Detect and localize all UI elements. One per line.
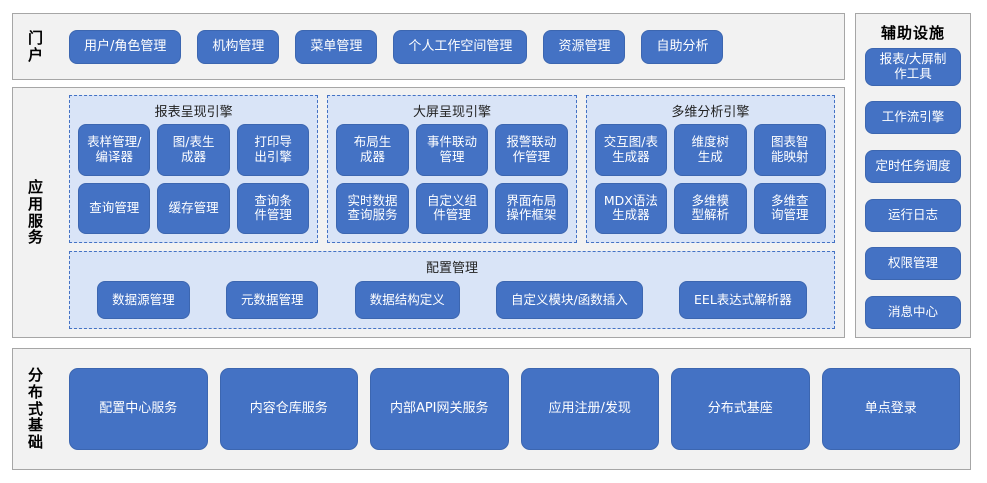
application-service-caption: 应用服务 — [13, 88, 59, 337]
config-item-data-structure-definition[interactable]: 数据结构定义 — [354, 281, 460, 319]
portal-caption-text: 门户 — [27, 28, 44, 64]
portal-item-self-service-analysis[interactable]: 自助分析 — [641, 29, 724, 64]
portal-item-resource[interactable]: 资源管理 — [543, 29, 626, 64]
olap-item-chart-smart-mapping[interactable]: 图表智 能映射 — [753, 124, 826, 176]
olap-item-mdx-syntax-generator[interactable]: MDX语法 生成器 — [594, 182, 668, 234]
config-item-eel-expression-parser[interactable]: EEL表达式解析器 — [679, 281, 807, 319]
dist-item-content-repository-service[interactable]: 内容仓库服务 — [219, 368, 358, 450]
aux-item-runtime-log[interactable]: 运行日志 — [865, 198, 961, 232]
portal-caption: 门户 — [13, 14, 59, 79]
bigscreen-item-ui-layout-framework[interactable]: 界面布局 操作框架 — [495, 182, 568, 234]
aux-facilities-section: 辅助设施 报表/大屏制 作工具 工作流引擎 定时任务调度 运行日志 权限管理 消… — [855, 13, 971, 338]
group-report-engine-grid: 表样管理/ 编译器 图/表生 成器 打印导 出引擎 查询管理 缓存管理 查询条 … — [70, 124, 317, 242]
bigscreen-item-custom-component-manager[interactable]: 自定义组 件管理 — [415, 182, 489, 234]
aux-item-message-center[interactable]: 消息中心 — [865, 295, 961, 329]
aux-item-scheduled-task-scheduler[interactable]: 定时任务调度 — [865, 149, 961, 183]
distributed-base-section: 分布式基础 配置中心服务 内容仓库服务 内部API网关服务 应用注册/发现 分布… — [12, 348, 971, 470]
olap-item-multidim-query-manager[interactable]: 多维查 询管理 — [753, 182, 826, 234]
bigscreen-item-event-linkage-manager[interactable]: 事件联动 管理 — [415, 124, 489, 176]
config-item-datasource-manager[interactable]: 数据源管理 — [97, 281, 190, 319]
group-olap-engine-title: 多维分析引擎 — [671, 105, 750, 120]
portal-item-user-role[interactable]: 用户/角色管理 — [69, 29, 182, 64]
dist-item-internal-api-gateway-service[interactable]: 内部API网关服务 — [370, 368, 509, 450]
aux-item-permission-management[interactable]: 权限管理 — [865, 247, 961, 281]
portal-button-row: 用户/角色管理 机构管理 菜单管理 个人工作空间管理 资源管理 自助分析 — [69, 14, 836, 79]
bigscreen-item-alarm-action-manager[interactable]: 报警联动 作管理 — [495, 124, 568, 176]
distributed-base-caption-text: 分布式基础 — [27, 366, 44, 452]
group-config-management: 配置管理 数据源管理 元数据管理 数据结构定义 自定义模块/函数插入 EEL表达… — [69, 251, 835, 329]
dist-item-config-center-service[interactable]: 配置中心服务 — [69, 368, 208, 450]
bigscreen-item-realtime-query-service[interactable]: 实时数据 查询服务 — [336, 182, 409, 234]
report-item-template-manager[interactable]: 表样管理/ 编译器 — [78, 124, 151, 176]
group-olap-engine: 多维分析引擎 交互图/表 生成器 维度树 生成 图表智 能映射 MDX语法 生成… — [585, 95, 835, 243]
aux-facilities-title: 辅助设施 — [880, 24, 945, 42]
group-bigscreen-engine: 大屏呈现引擎 布局生 成器 事件联动 管理 报警联动 作管理 实时数据 查询服务… — [327, 95, 577, 243]
group-report-engine-title: 报表呈现引擎 — [154, 105, 233, 120]
portal-item-menu[interactable]: 菜单管理 — [295, 29, 378, 64]
engines-row: 报表呈现引擎 表样管理/ 编译器 图/表生 成器 打印导 出引擎 查询管理 缓存… — [69, 95, 835, 243]
portal-section: 门户 用户/角色管理 机构管理 菜单管理 个人工作空间管理 资源管理 自助分析 — [12, 13, 845, 80]
distributed-base-caption: 分布式基础 — [13, 349, 59, 469]
olap-item-dimension-tree-generator[interactable]: 维度树 生成 — [674, 124, 747, 176]
report-item-query-condition-manager[interactable]: 查询条 件管理 — [236, 182, 310, 234]
dist-item-single-sign-on[interactable]: 单点登录 — [821, 368, 960, 450]
report-item-chart-table-generator[interactable]: 图/表生 成器 — [157, 124, 230, 176]
group-report-engine: 报表呈现引擎 表样管理/ 编译器 图/表生 成器 打印导 出引擎 查询管理 缓存… — [69, 95, 319, 243]
dist-item-distributed-base[interactable]: 分布式基座 — [671, 368, 810, 450]
group-config-management-row: 数据源管理 元数据管理 数据结构定义 自定义模块/函数插入 EEL表达式解析器 — [70, 280, 834, 328]
report-item-print-export-engine[interactable]: 打印导 出引擎 — [236, 124, 310, 176]
aux-facilities-list: 报表/大屏制 作工具 工作流引擎 定时任务调度 运行日志 权限管理 消息中心 — [865, 48, 961, 329]
aux-item-workflow-engine[interactable]: 工作流引擎 — [865, 101, 961, 135]
olap-item-interactive-chart-generator[interactable]: 交互图/表 生成器 — [594, 124, 668, 176]
config-item-custom-module-function[interactable]: 自定义模块/函数插入 — [496, 281, 643, 319]
report-item-cache-manager[interactable]: 缓存管理 — [157, 182, 230, 234]
group-olap-engine-grid: 交互图/表 生成器 维度树 生成 图表智 能映射 MDX语法 生成器 多维模 型… — [587, 124, 834, 242]
bigscreen-item-layout-generator[interactable]: 布局生 成器 — [336, 124, 409, 176]
application-service-body: 报表呈现引擎 表样管理/ 编译器 图/表生 成器 打印导 出引擎 查询管理 缓存… — [69, 95, 835, 329]
portal-item-personal-workspace[interactable]: 个人工作空间管理 — [393, 29, 528, 64]
group-bigscreen-engine-grid: 布局生 成器 事件联动 管理 报警联动 作管理 实时数据 查询服务 自定义组 件… — [328, 124, 575, 242]
config-item-metadata-manager[interactable]: 元数据管理 — [225, 281, 319, 319]
application-service-section: 应用服务 报表呈现引擎 表样管理/ 编译器 图/表生 成器 打印导 出引擎 查询… — [12, 87, 845, 338]
aux-item-report-bigscreen-authoring-tool[interactable]: 报表/大屏制 作工具 — [865, 48, 961, 86]
dist-item-app-registry-discovery[interactable]: 应用注册/发现 — [520, 368, 659, 450]
group-bigscreen-engine-title: 大屏呈现引擎 — [412, 105, 491, 120]
group-config-management-title: 配置管理 — [425, 261, 478, 276]
distributed-base-row: 配置中心服务 内容仓库服务 内部API网关服务 应用注册/发现 分布式基座 单点… — [69, 349, 960, 469]
portal-item-organization[interactable]: 机构管理 — [197, 29, 280, 64]
report-item-query-manager[interactable]: 查询管理 — [78, 182, 151, 234]
olap-item-multidim-model-parser[interactable]: 多维模 型解析 — [674, 182, 747, 234]
application-service-caption-text: 应用服务 — [27, 177, 44, 247]
